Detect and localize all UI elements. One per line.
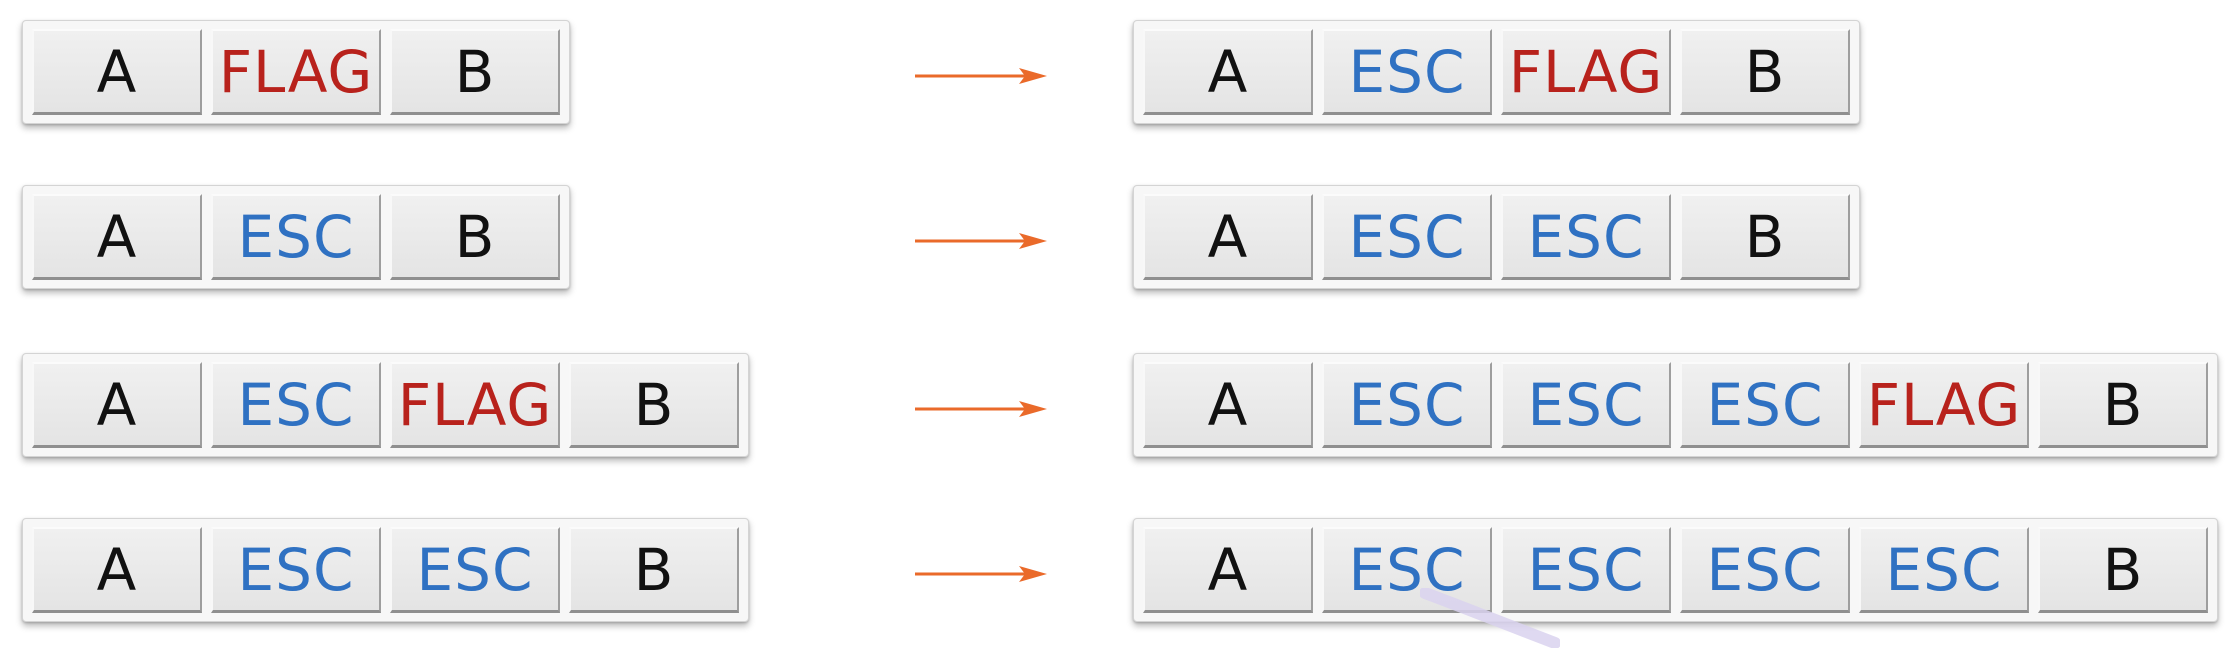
byte-cell: A [32, 362, 202, 448]
esc-byte-cell: ESC [1680, 527, 1850, 613]
byte-cell: B [569, 362, 739, 448]
esc-byte-cell: ESC [1322, 527, 1492, 613]
esc-byte-cell: ESC [211, 362, 381, 448]
scratch-mark [1420, 588, 1560, 648]
input-sequence-4: A ESC ESC B [22, 518, 749, 622]
input-sequence-3: A ESC FLAG B [22, 353, 749, 457]
byte-cell: A [1143, 527, 1313, 613]
byte-cell: B [1680, 29, 1850, 115]
esc-byte-cell: ESC [211, 194, 381, 280]
flag-byte-cell: FLAG [390, 362, 560, 448]
right-arrow-icon [915, 566, 1047, 582]
flag-byte-cell: FLAG [1859, 362, 2029, 448]
esc-byte-cell: ESC [1322, 362, 1492, 448]
output-sequence-3: A ESC ESC ESC FLAG B [1133, 353, 2218, 457]
esc-byte-cell: ESC [1501, 194, 1671, 280]
byte-cell: A [1143, 362, 1313, 448]
byte-cell: A [32, 194, 202, 280]
esc-byte-cell: ESC [211, 527, 381, 613]
esc-byte-cell: ESC [1322, 194, 1492, 280]
output-sequence-4: A ESC ESC ESC ESC B [1133, 518, 2218, 622]
byte-cell: A [32, 29, 202, 115]
flag-byte-cell: FLAG [211, 29, 381, 115]
byte-cell: A [1143, 194, 1313, 280]
flag-byte-cell: FLAG [1501, 29, 1671, 115]
right-arrow-icon [915, 68, 1047, 84]
esc-byte-cell: ESC [390, 527, 560, 613]
right-arrow-icon [915, 401, 1047, 417]
byte-cell: B [2038, 527, 2208, 613]
input-sequence-2: A ESC B [22, 185, 570, 289]
esc-byte-cell: ESC [1680, 362, 1850, 448]
byte-cell: B [390, 194, 560, 280]
esc-byte-cell: ESC [1859, 527, 2029, 613]
byte-cell: B [1680, 194, 1850, 280]
byte-cell: B [2038, 362, 2208, 448]
input-sequence-1: A FLAG B [22, 20, 570, 124]
output-sequence-2: A ESC ESC B [1133, 185, 1860, 289]
byte-cell: B [390, 29, 560, 115]
right-arrow-icon [915, 233, 1047, 249]
output-sequence-1: A ESC FLAG B [1133, 20, 1860, 124]
byte-cell: A [1143, 29, 1313, 115]
byte-cell: A [32, 527, 202, 613]
esc-byte-cell: ESC [1322, 29, 1492, 115]
esc-byte-cell: ESC [1501, 527, 1671, 613]
esc-byte-cell: ESC [1501, 362, 1671, 448]
byte-cell: B [569, 527, 739, 613]
